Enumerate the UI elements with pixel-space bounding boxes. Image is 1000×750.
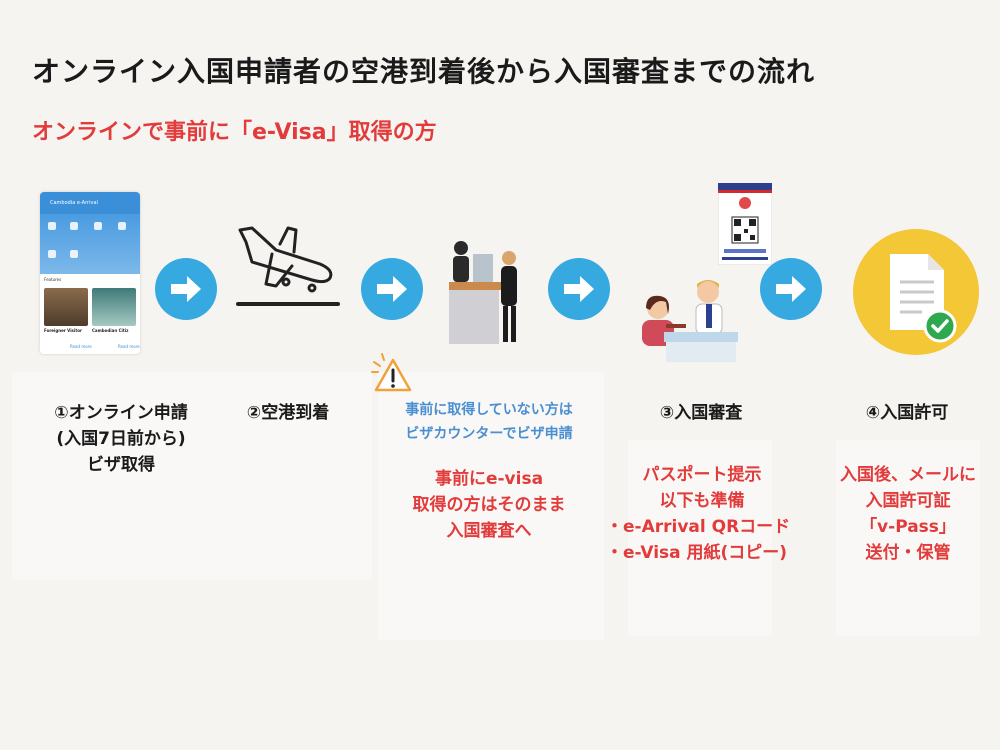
menu-icon xyxy=(94,222,102,230)
app-menu xyxy=(40,214,140,274)
thumb-image xyxy=(44,288,88,326)
step1-line: ①オンライン申請 xyxy=(54,403,188,423)
step1-line: ビザ取得 xyxy=(87,455,155,475)
warning-icon xyxy=(370,352,416,400)
step3-label: ③入国審査 xyxy=(626,400,776,426)
step5-card xyxy=(836,440,980,636)
page-subtitle: オンラインで事前に「e-Visa」取得の方 xyxy=(32,120,437,145)
evisa-line: 取得の方はそのまま xyxy=(412,495,566,515)
app-read-more: Read more xyxy=(118,344,140,349)
step4-detail-line: 「v-Pass」 xyxy=(860,517,956,537)
step4-label: ④入国許可 xyxy=(842,400,972,426)
menu-icon xyxy=(118,222,126,230)
app-screenshot: Cambodia e-Arrival Features Foreigner Vi… xyxy=(40,192,140,354)
qr-code-card xyxy=(717,182,773,269)
evisa-line: 事前にe-visa xyxy=(434,469,544,489)
immigration-officer-icon xyxy=(636,268,740,368)
app-header: Cambodia e-Arrival xyxy=(40,192,140,214)
step3-detail-line: パスポート提示 xyxy=(642,465,762,485)
warning-line: 事前に取得していない方は xyxy=(405,402,573,418)
step3-detail-line: ・e-Arrival QRコード xyxy=(606,517,791,537)
step4-line: ④入国許可 xyxy=(865,403,949,423)
app-card-title: Cambodian Citiz xyxy=(92,328,129,333)
app-card-title: Foreigner Visitor xyxy=(44,328,82,333)
step2-label: ②空港到着 xyxy=(226,400,350,426)
step3-card xyxy=(378,372,604,640)
evisa-line: 入国審査へ xyxy=(446,521,532,541)
thumb-image xyxy=(92,288,136,326)
step3-detail-line: ・e-Visa 用紙(コピー) xyxy=(606,543,788,563)
step4-detail-line: 送付・保管 xyxy=(865,543,951,563)
step4-card xyxy=(628,440,772,636)
warning-line: ビザカウンターでビザ申請 xyxy=(405,426,573,442)
step3-detail-line: 以下も準備 xyxy=(659,491,745,511)
arrow-right-icon xyxy=(361,258,423,320)
step2-line: ②空港到着 xyxy=(246,403,330,423)
page-title: オンライン入国申請者の空港到着後から入国審査までの流れ xyxy=(32,55,816,88)
menu-icon xyxy=(70,222,78,230)
menu-icon xyxy=(70,250,78,258)
airplane-landing-icon xyxy=(232,222,344,318)
document-check-icon xyxy=(852,228,980,360)
step4-detail-line: 入国後、メールに xyxy=(840,465,976,485)
step4-detail-line: 入国許可証 xyxy=(865,491,951,511)
step1-card xyxy=(12,372,372,580)
step1-line: (入国7日前から) xyxy=(56,429,186,449)
menu-icon xyxy=(48,222,56,230)
visa-counter-icon xyxy=(443,238,535,350)
step4-details: 入国後、メールに 入国許可証 「v-Pass」 送付・保管 xyxy=(822,462,994,566)
step1-label: ①オンライン申請 (入国7日前から) ビザ取得 xyxy=(28,400,214,478)
step3-details: パスポート提示 以下も準備 ・e-Arrival QRコード ・e-Visa 用… xyxy=(604,462,800,566)
evisa-direct-note: 事前にe-visa 取得の方はそのまま 入国審査へ xyxy=(383,466,595,544)
app-read-more: Read more xyxy=(70,344,92,349)
step3-line: ③入国審査 xyxy=(659,403,743,423)
app-features-label: Features xyxy=(44,277,62,282)
menu-icon xyxy=(48,250,56,258)
arrow-right-icon xyxy=(548,258,610,320)
arrow-right-icon xyxy=(155,258,217,320)
arrow-right-icon xyxy=(760,258,822,320)
warning-note: 事前に取得していない方は ビザカウンターでビザ申請 xyxy=(383,398,595,446)
